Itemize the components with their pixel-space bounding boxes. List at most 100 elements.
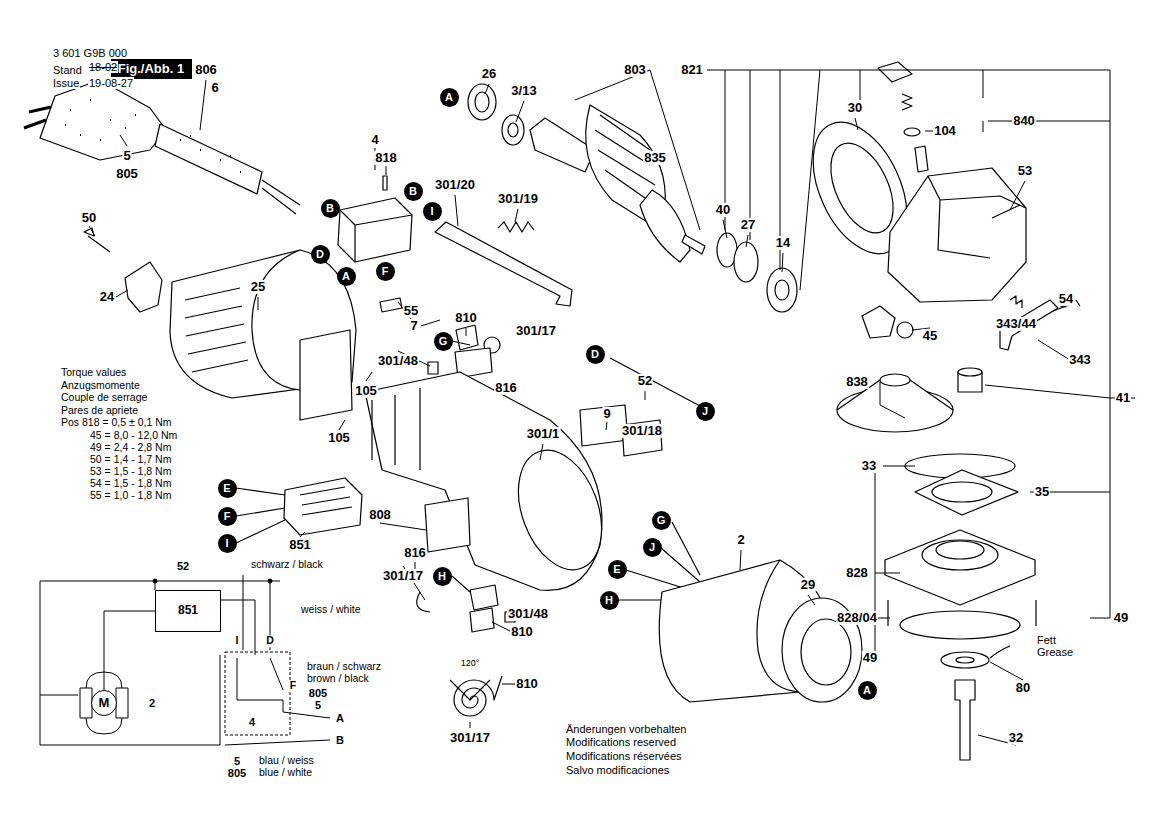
connector-letter: A [440,88,459,107]
flange [915,470,1018,515]
callout-number: 6 [210,81,219,95]
callout-number: 828 [845,566,869,580]
connector-letter: G [434,332,453,351]
connector-letter: I [218,534,237,553]
motor-housing [170,250,356,420]
callout-number: 26 [481,67,497,81]
screw [84,228,110,252]
note-text: brown / black [306,673,370,685]
armature [682,235,705,254]
callout-number: 41 [1115,391,1131,405]
leader-line [403,562,520,728]
brush-holder [456,325,478,350]
connector-letter: B [321,199,340,218]
note-text: Pos 818 = 0,5 ± 0,1 Nm [60,417,173,429]
note-text: 2 [148,697,156,709]
note-text: F [289,680,297,692]
flange [900,611,1020,639]
gear-head [904,128,920,136]
circuit-wire [40,581,280,695]
note-text: Torque values [60,367,127,379]
callout-number: 40 [715,203,731,217]
component-box: 851 [155,590,221,632]
callout-number: 29 [800,578,816,592]
bracket [575,70,1110,230]
note-text: 54 = 1,5 - 1,8 Nm [89,478,172,490]
note-text: blau / weiss [258,755,315,767]
lock-lever [897,322,913,338]
wire [236,341,700,600]
callout-number: 7 [409,319,418,333]
callout-number: 810 [515,677,539,691]
bracket [800,70,820,290]
callout-number: 14 [775,236,791,250]
callout-number: 810 [454,311,478,325]
leader-line [855,118,1066,330]
flange [888,600,1036,626]
note-text: 120° [460,659,481,669]
callout-number: 24 [99,290,115,304]
circuit-wire [80,688,128,718]
lock-lever [862,306,895,338]
connector-letter: D [586,345,605,364]
node-text: I [225,537,228,549]
callout-number: 301/17 [382,569,424,583]
armature [530,105,705,262]
cable [155,124,300,214]
note-text: 19-08-27 [88,77,134,89]
callout-number: 5 [122,149,131,163]
bearing [775,280,789,300]
callout-number: 2 [736,533,745,547]
node-text: E [613,563,620,575]
lock-lever [1010,296,1022,308]
connector-letter: A [858,681,877,700]
callout-number: 803 [623,63,647,77]
callout-number: 301/48 [377,354,419,368]
brush-holder [470,585,498,610]
switch [383,176,387,190]
callout-number: 821 [680,63,704,77]
node-text: H [605,594,613,606]
bearing [734,242,758,282]
leader-line [300,372,815,605]
brush-holder [470,608,494,632]
note-text: 49 = 2,4 - 2,8 Nm [89,442,172,454]
gear [880,374,910,386]
callout-number: 806 [194,63,218,77]
node-text: A [863,684,871,696]
node-text: F [224,510,231,522]
connector-letter: A [337,267,356,286]
armature [640,190,690,262]
gear-head [902,94,912,110]
callout-number: 816 [403,546,427,560]
plug [40,80,166,160]
callout-number: 45 [922,329,938,343]
callout-number: 828/04 [836,611,878,625]
flange [932,482,992,502]
node-text: E [223,482,230,494]
note-text: 45 = 8,0 - 12,0 Nm [89,430,178,442]
callout-number: 49 [862,651,878,665]
node-text: A [342,270,350,282]
flange [956,657,974,663]
motor-symbol: M [91,690,117,716]
node-text: H [438,570,446,582]
connector-letter: F [376,262,395,281]
note-text: 4 [248,716,256,728]
callout-number: 104 [933,124,957,138]
node-text: J [702,405,708,417]
callout-number: 851 [288,538,312,552]
node-text: M [99,696,110,710]
callout-number: 50 [81,211,97,225]
connector-letter: D [311,245,330,264]
switch [338,176,412,262]
note-text: I [235,635,240,647]
leader-line [398,302,645,460]
callout-number: 49 [1113,611,1129,625]
bracket [985,340,1135,398]
callout-number: 80 [1015,681,1031,695]
note-text: B [335,734,345,746]
connector-letter: E [218,479,237,498]
field-housing [503,439,617,582]
spring [454,676,502,716]
